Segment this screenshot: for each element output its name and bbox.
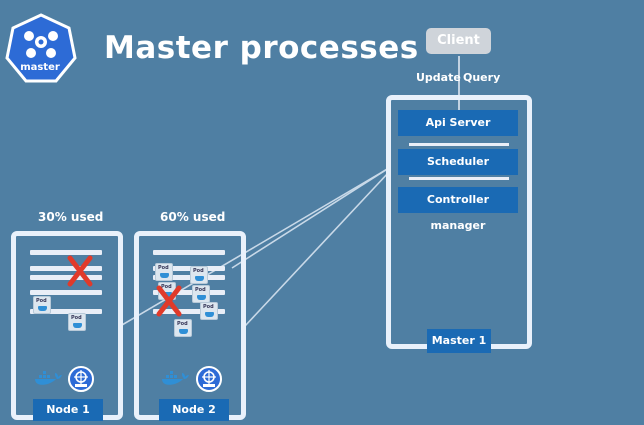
- controller-manager-box: Controller manager: [398, 187, 518, 232]
- pod-icon: Pod: [190, 266, 208, 284]
- logo-label: master: [20, 62, 60, 73]
- failed-x-icon: [67, 255, 93, 287]
- failed-x-icon: [156, 285, 182, 317]
- docker-icon: [162, 371, 189, 385]
- node2-label: Node 2: [159, 399, 229, 421]
- node2-upper-to-master-line: [231, 167, 390, 269]
- node1-bar: [30, 275, 102, 280]
- node2-bar: [153, 290, 225, 295]
- pod-icon: Pod: [33, 296, 51, 314]
- pod-icon: Pod: [155, 263, 173, 281]
- scheduler-box: Scheduler: [398, 149, 518, 175]
- client-box: Client: [426, 28, 491, 54]
- node1-bar: [30, 266, 102, 271]
- node2-usage: 60% used: [160, 210, 226, 224]
- pod-icon: Pod: [174, 319, 192, 337]
- pod-icon: Pod: [200, 302, 218, 320]
- pod-icon: Pod: [192, 285, 210, 303]
- scheduler-divider-bottom: [409, 177, 509, 180]
- node2-bar: [153, 309, 225, 314]
- master-node-label: Master 1: [427, 329, 491, 353]
- pod-icon: Pod: [68, 313, 86, 331]
- node2-bar: [153, 275, 225, 280]
- node1-usage: 30% used: [38, 210, 104, 224]
- node1-bar: [30, 290, 102, 295]
- kubernetes-icon: [68, 366, 94, 392]
- kubernetes-icon: [196, 366, 222, 392]
- kubernetes-icon: [5, 13, 77, 83]
- update-label: Update: [416, 71, 461, 84]
- docker-icon: [35, 371, 62, 385]
- node1-bar: [30, 250, 102, 255]
- node1-label: Node 1: [33, 399, 103, 421]
- scheduler-divider-top: [409, 143, 509, 146]
- api-server-box: Api Server: [398, 110, 518, 136]
- page-title: Master processes: [104, 30, 419, 66]
- node2-lower-to-master-line: [244, 171, 390, 327]
- node2-bar: [153, 250, 225, 255]
- query-label: Query: [463, 71, 501, 84]
- node1-bar: [30, 309, 102, 314]
- node2-bar: [153, 266, 225, 271]
